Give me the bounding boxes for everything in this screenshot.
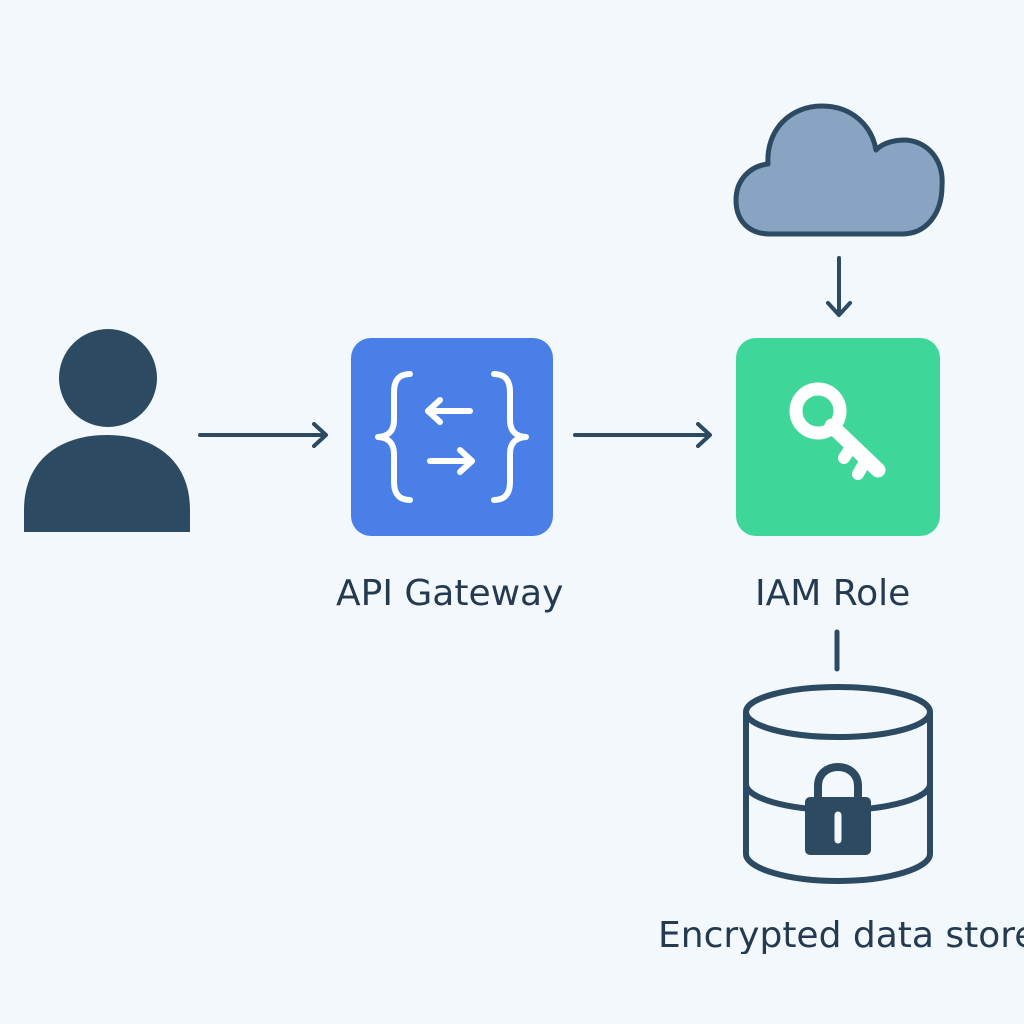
arrow-gateway-to-iam xyxy=(573,422,712,448)
database-lock-icon xyxy=(743,684,933,884)
arrow-user-to-gateway xyxy=(198,422,328,448)
user-icon xyxy=(24,329,190,532)
encrypted-data-store-label: Encrypted data store xyxy=(658,918,1024,954)
iam-role-node xyxy=(736,338,940,536)
api-gateway-label: API Gateway xyxy=(336,573,564,614)
arrow-cloud-to-iam xyxy=(826,256,852,317)
api-gateway-node xyxy=(351,338,553,536)
lock-icon xyxy=(805,763,871,855)
iam-role-label: IAM Role xyxy=(755,573,911,614)
cloud-icon xyxy=(733,103,945,237)
api-braces-arrows-icon xyxy=(375,371,529,503)
key-icon xyxy=(789,382,886,480)
